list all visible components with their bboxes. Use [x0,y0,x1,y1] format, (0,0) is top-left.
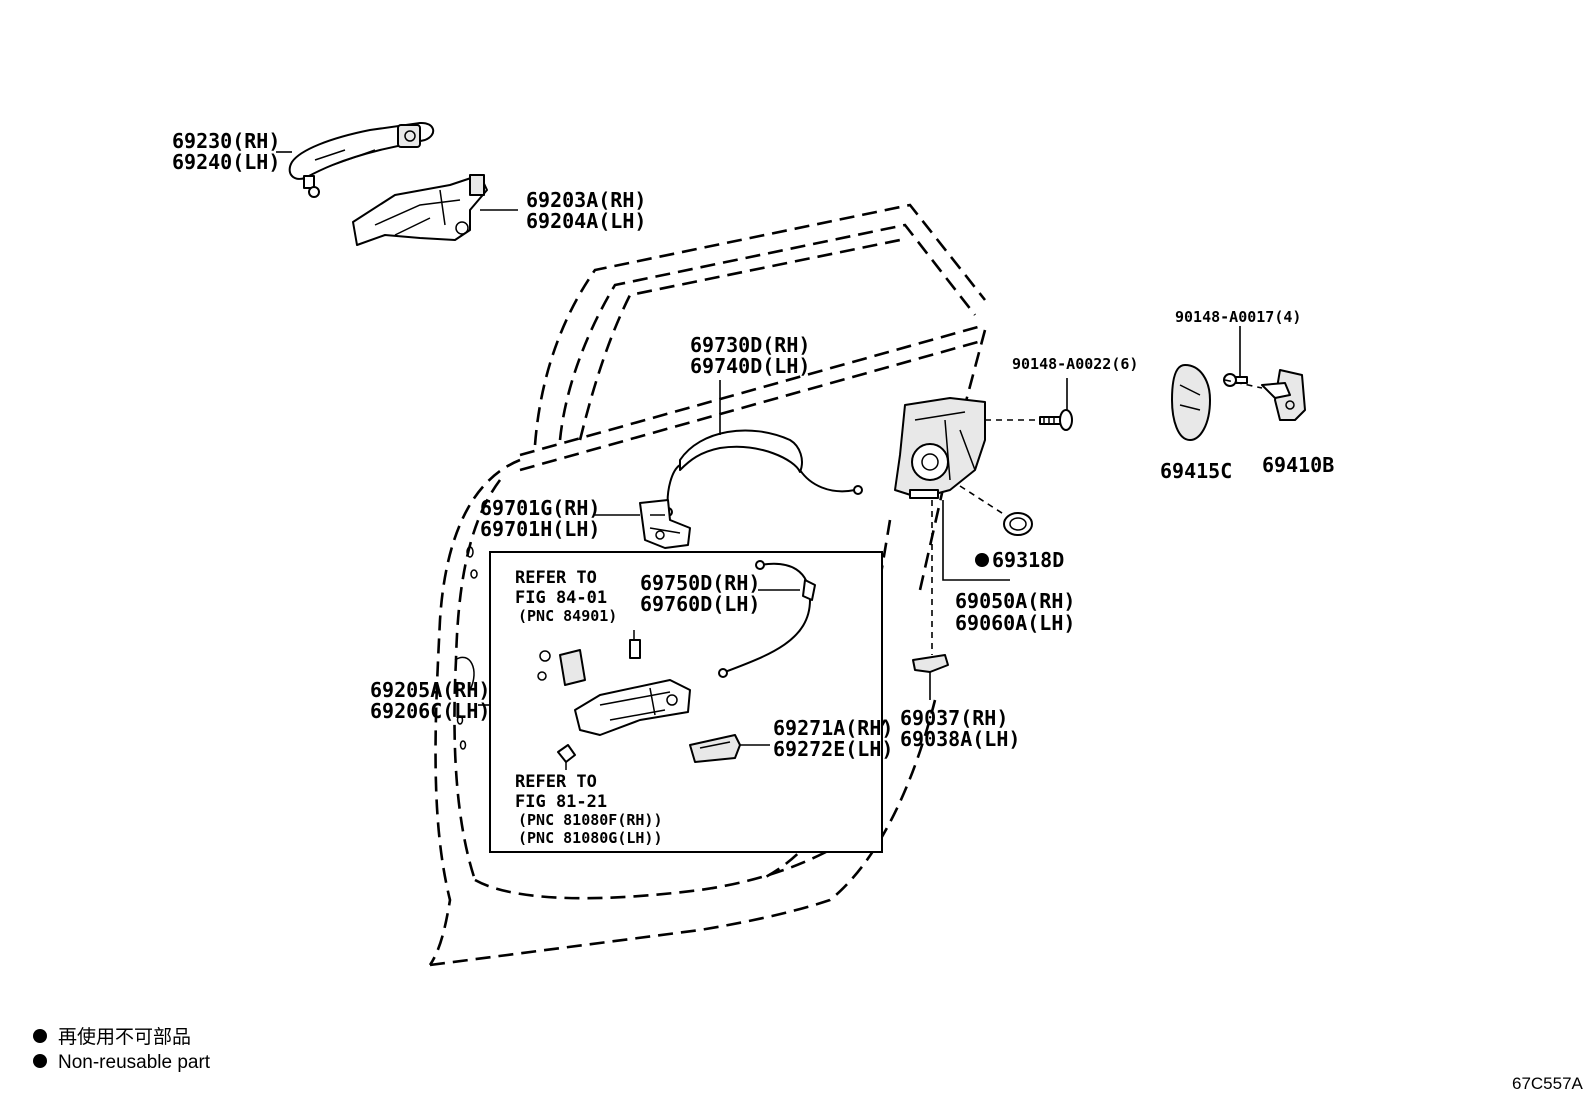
leader-lines [276,151,1263,746]
lock-assembly-illustration [894,397,986,499]
inside-handle-illustration [537,630,691,770]
label-bezel: 69271A(RH) 69272E(LH) [773,716,893,761]
legend-bullet-jp [33,1029,47,1043]
svg-text:69060A(LH): 69060A(LH) [955,611,1075,635]
refer-note-bottom: REFER TO FIG 81-21 (PNC 81080F(RH)) (PNC… [515,772,663,847]
legend: 再使用不可部品 Non-reusable part [33,1026,211,1073]
upper-cable-illustration [663,429,863,517]
refer-note-top: REFER TO FIG 84-01 (PNC 84901) [515,568,617,625]
legend-text-en: Non-reusable part [58,1052,211,1073]
label-inside-handle: 69205A(RH) 69206C(LH) [370,678,490,723]
legend-text-jp: 再使用不可部品 [58,1026,191,1048]
svg-text:69318D: 69318D [992,548,1064,572]
label-cable-inner: 69750D(RH) 69760D(LH) [640,571,760,616]
label-screw-large: 90148-A0022(6) [1012,355,1138,373]
svg-text:69740D(LH): 69740D(LH) [690,354,810,378]
svg-text:69204A(LH): 69204A(LH) [526,209,646,233]
label-striker: 69410B [1262,453,1334,477]
svg-text:69240(LH): 69240(LH) [172,150,280,174]
seal-illustration [1003,512,1033,536]
svg-text:69206C(LH): 69206C(LH) [370,699,490,723]
svg-text:FIG 81-21: FIG 81-21 [515,792,607,812]
svg-text:69230(RH): 69230(RH) [172,129,280,153]
lock-screw-illustration [1039,409,1073,431]
label-cover: 69415C [1160,459,1232,483]
svg-text:(PNC 81080F(RH)): (PNC 81080F(RH)) [518,811,663,829]
outer-handle-illustration [288,121,435,198]
svg-text:69760D(LH): 69760D(LH) [640,592,760,616]
svg-text:69203A(RH): 69203A(RH) [526,188,646,212]
outer-frame-illustration [352,174,488,246]
bezel-illustration [689,734,741,763]
diagram-code: 67C557A [1512,1074,1584,1093]
svg-text:69701G(RH): 69701G(RH) [480,496,600,520]
inner-cable-illustration [718,560,816,678]
svg-text:REFER TO: REFER TO [515,772,597,792]
svg-text:REFER TO: REFER TO [515,568,597,588]
protector-illustration [639,499,691,549]
label-screw-small: 90148-A0017(4) [1175,308,1301,326]
cover-illustration [1171,364,1211,441]
legend-bullet-en [33,1054,47,1068]
rod-clip-illustration [912,654,949,673]
label-protector: 69701G(RH) 69701H(LH) [480,496,600,541]
label-outer-handle: 69230(RH) 69240(LH) [172,129,280,174]
svg-text:69730D(RH): 69730D(RH) [690,333,810,357]
label-cable-upper: 69730D(RH) 69740D(LH) [690,333,810,378]
svg-text:69050A(RH): 69050A(RH) [955,589,1075,613]
non-reusable-marker [975,553,989,567]
striker-illustration [1223,369,1306,421]
svg-text:69271A(RH): 69271A(RH) [773,716,893,740]
svg-text:69750D(RH): 69750D(RH) [640,571,760,595]
label-outer-frame: 69203A(RH) 69204A(LH) [526,188,646,233]
door-outline [428,203,987,967]
svg-text:69701H(LH): 69701H(LH) [480,517,600,541]
svg-text:(PNC 81080G(LH)): (PNC 81080G(LH)) [518,829,663,847]
label-lock-assy: 69050A(RH) 69060A(LH) [955,589,1075,635]
label-rod-clip: 69037(RH) 69038A(LH) [900,706,1020,751]
svg-text:FIG 84-01: FIG 84-01 [515,588,607,608]
svg-text:69205A(RH): 69205A(RH) [370,678,490,702]
label-seal: 69318D [975,548,1064,572]
svg-text:(PNC 84901): (PNC 84901) [518,607,617,625]
svg-text:69038A(LH): 69038A(LH) [900,727,1020,751]
svg-text:69272E(LH): 69272E(LH) [773,737,893,761]
svg-text:69037(RH): 69037(RH) [900,706,1008,730]
